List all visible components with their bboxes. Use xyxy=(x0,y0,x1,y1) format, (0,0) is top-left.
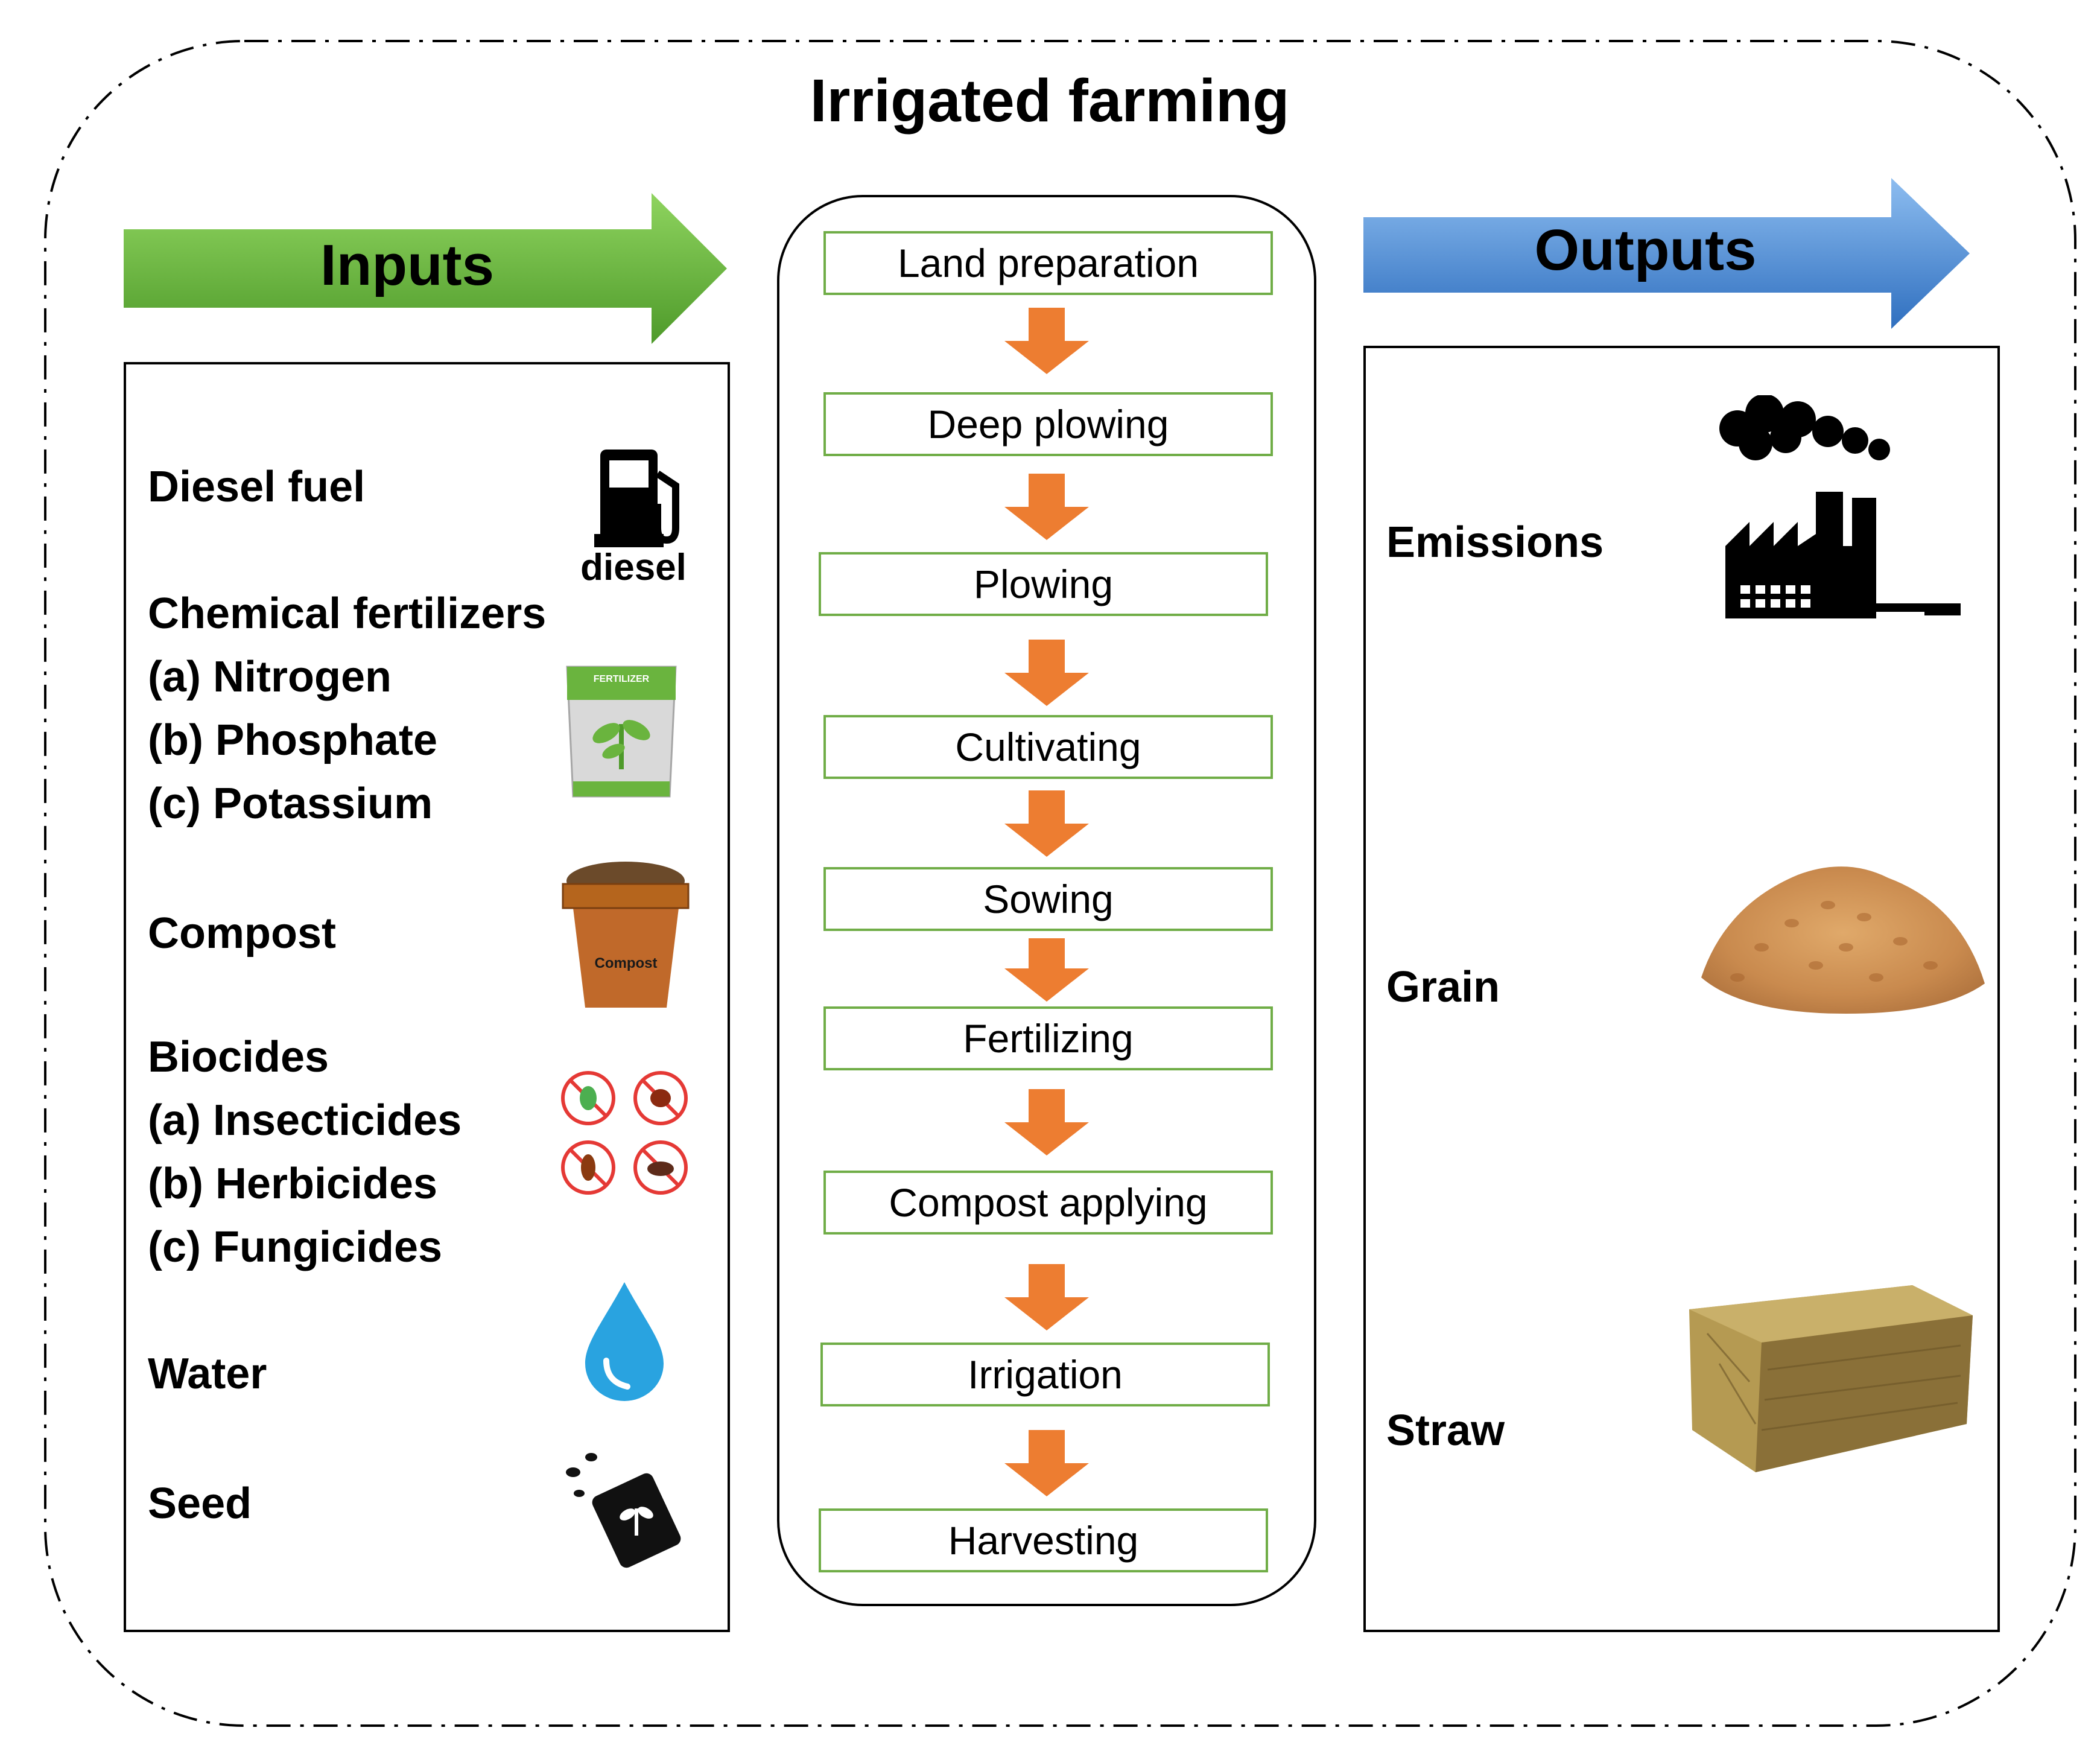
inputs-arrow-label: Inputs xyxy=(320,233,494,297)
flow-arrows xyxy=(1004,308,1089,1496)
fertilizer-bag-label: FERTILIZER xyxy=(593,674,650,684)
output-straw: Straw xyxy=(1386,1406,1505,1455)
flow-arrow xyxy=(1004,1089,1089,1155)
fertilizer-bag-icon xyxy=(558,658,685,806)
diagram-title: Irrigated farming xyxy=(810,67,1290,135)
fuel-pump-icon xyxy=(558,437,709,594)
outputs-arrow xyxy=(1363,178,1970,329)
step-deep-plowing: Deep plowing xyxy=(823,392,1273,456)
outputs-arrow-label: Outputs xyxy=(1534,218,1757,282)
input-compost: Compost xyxy=(148,909,336,958)
fertilizer-potassium: (c) Potassium xyxy=(148,780,433,828)
step-plowing: Plowing xyxy=(819,552,1268,616)
step-sowing: Sowing xyxy=(823,867,1273,931)
flow-arrow xyxy=(1004,474,1089,540)
biocides-title: Biocides xyxy=(148,1033,329,1081)
flow-arrow xyxy=(1004,1430,1089,1496)
flow-arrow xyxy=(1004,640,1089,706)
output-emissions: Emissions xyxy=(1386,518,1604,567)
compost-pot-icon xyxy=(558,857,694,1017)
water-drop-icon xyxy=(579,1279,670,1403)
step-harvesting: Harvesting xyxy=(819,1508,1268,1572)
outer-frame xyxy=(44,40,2076,1727)
straw-bale-image xyxy=(1683,1273,1979,1502)
fertilizer-nitrogen: (a) Nitrogen xyxy=(148,653,392,701)
biocide-insecticides: (a) Insecticides xyxy=(148,1096,462,1145)
step-land-preparation: Land preparation xyxy=(823,231,1273,295)
output-grain: Grain xyxy=(1386,963,1500,1011)
fertilizer-phosphate: (b) Phosphate xyxy=(148,716,437,764)
grain-pile-image xyxy=(1689,833,1991,1044)
inputs-arrow xyxy=(124,193,727,344)
flow-arrow xyxy=(1004,308,1089,374)
step-fertilizing: Fertilizing xyxy=(823,1006,1273,1070)
no-pests-icon xyxy=(537,1059,712,1201)
step-cultivating: Cultivating xyxy=(823,715,1273,779)
step-irrigation: Irrigation xyxy=(820,1343,1270,1406)
chemical-fertilizers-title: Chemical fertilizers xyxy=(148,589,547,638)
input-biocides: Biocides (a) Insecticides (b) Herbicides… xyxy=(148,1026,462,1279)
flow-arrow xyxy=(1004,790,1089,857)
factory-emissions-icon xyxy=(1713,394,1964,637)
input-chemical-fertilizers: Chemical fertilizers (a) Nitrogen (b) Ph… xyxy=(148,582,546,836)
step-compost-applying: Compost applying xyxy=(823,1171,1273,1235)
diesel-icon-label: diesel xyxy=(580,547,687,588)
biocide-herbicides: (b) Herbicides xyxy=(148,1160,438,1208)
biocide-fungicides: (c) Fungicides xyxy=(148,1223,443,1271)
seed-bag-icon xyxy=(558,1445,685,1569)
flow-arrow xyxy=(1004,938,1089,1002)
compost-pot-label: Compost xyxy=(594,955,658,971)
input-diesel-fuel: Diesel fuel xyxy=(148,463,366,511)
flow-arrow xyxy=(1004,1264,1089,1330)
input-water: Water xyxy=(148,1350,267,1398)
input-seed: Seed xyxy=(148,1479,252,1528)
